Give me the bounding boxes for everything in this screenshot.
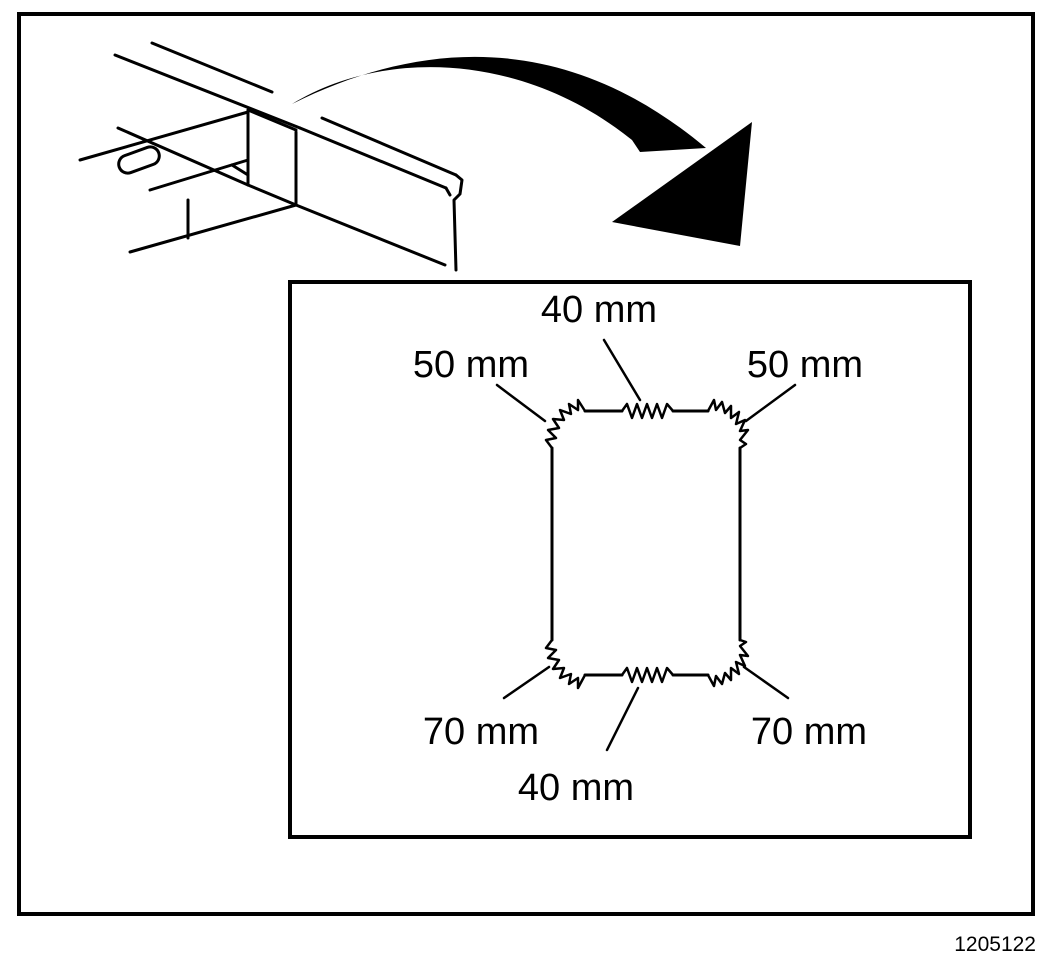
serrated-top-left	[544, 398, 587, 450]
serrated-bottom-right	[706, 638, 750, 688]
arrow-head	[612, 122, 752, 246]
cut-outline	[550, 409, 742, 677]
curved-arrow	[292, 56, 706, 152]
outer-frame	[17, 12, 1035, 916]
slot-hole	[117, 145, 161, 175]
frame-rail-illustration	[78, 41, 464, 272]
detail-box	[288, 280, 972, 839]
figure-id: 1205122	[954, 933, 1036, 956]
leader-lines	[495, 338, 797, 752]
label-bottom-left: 70 mm	[423, 711, 539, 753]
label-top-center: 40 mm	[541, 289, 657, 331]
serrated-bottom-center	[620, 666, 675, 684]
label-bottom-right: 70 mm	[751, 711, 867, 753]
serrated-top-center	[620, 402, 675, 420]
label-top-left: 50 mm	[413, 344, 529, 386]
serrated-top-right	[706, 398, 750, 450]
label-top-right: 50 mm	[747, 344, 863, 386]
serrated-bottom-left	[544, 638, 587, 690]
label-bottom-center: 40 mm	[518, 767, 634, 809]
serrated-cuts	[544, 398, 750, 690]
